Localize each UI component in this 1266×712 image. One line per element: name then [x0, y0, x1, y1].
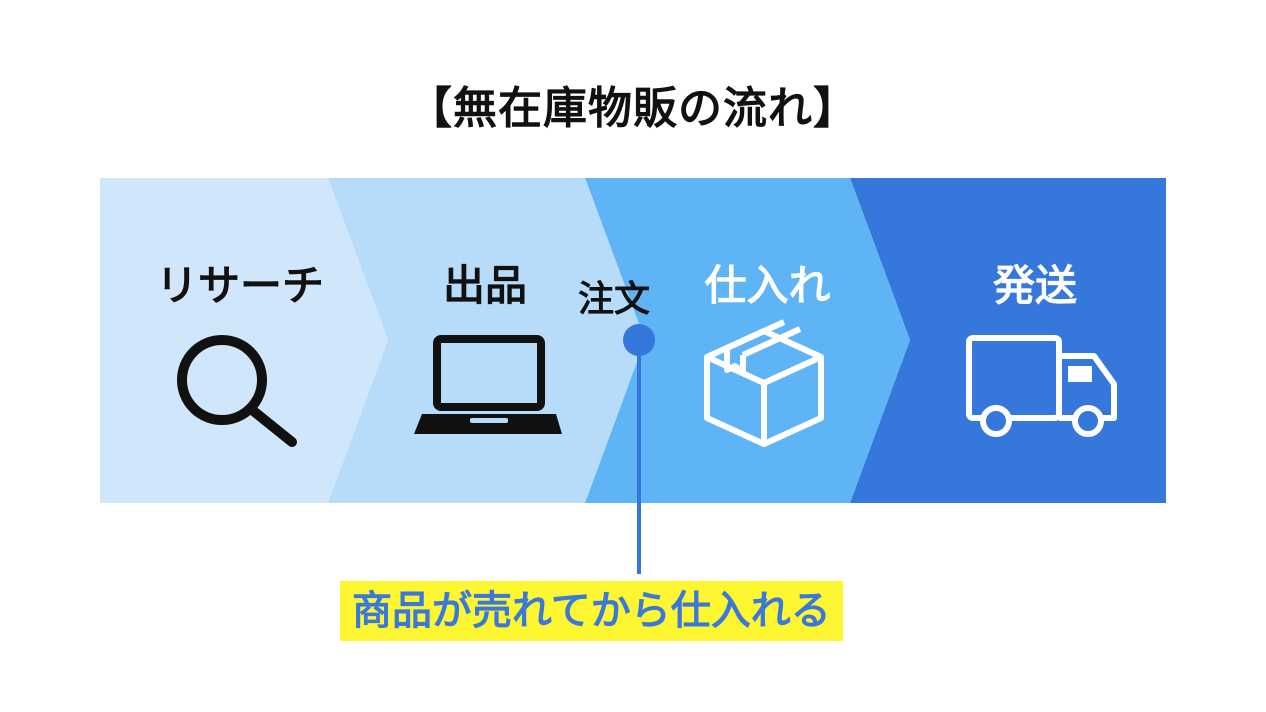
diagram-title: 【無在庫物販の流れ】	[408, 83, 858, 134]
order-label: 注文	[578, 279, 651, 320]
note-highlight: 商品が売れてから仕入れる	[340, 581, 843, 641]
box-icon	[704, 319, 824, 447]
step-label-research: リサーチ	[155, 261, 324, 310]
search-icon	[177, 335, 297, 447]
step-label-listing: 出品	[442, 261, 527, 310]
truck-icon	[966, 335, 1117, 437]
step-label-shipping: 発送	[992, 261, 1077, 310]
step-label-purchase: 仕入れ	[704, 261, 831, 310]
laptop-icon	[414, 335, 562, 434]
order-marker	[623, 324, 655, 574]
step-segment-research	[100, 178, 388, 503]
